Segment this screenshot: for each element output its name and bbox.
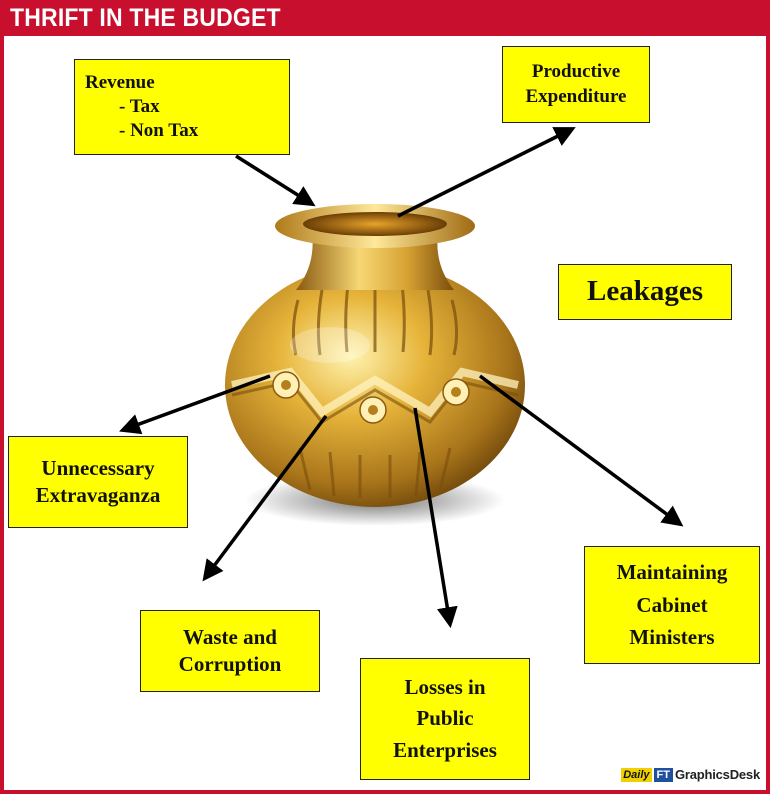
ministers-line-1: Maintaining bbox=[616, 560, 728, 585]
unnecessary-extravaganza-box: Unnecessary Extravaganza bbox=[8, 436, 188, 528]
losses-line-3: Enterprises bbox=[393, 737, 497, 762]
revenue-title: Revenue bbox=[85, 71, 155, 93]
leakages-box: Leakages bbox=[558, 264, 732, 320]
unnecessary-line-1: Unnecessary bbox=[41, 456, 155, 481]
logo-daily: Daily bbox=[621, 767, 652, 782]
unnecessary-line-2: Extravaganza bbox=[35, 483, 161, 507]
waste-corruption-box: Waste and Corruption bbox=[140, 610, 320, 692]
graphicsdesk-logo: Daily FT GraphicsDesk bbox=[621, 767, 760, 782]
losses-public-enterprises-box: Losses in Public Enterprises bbox=[360, 658, 530, 780]
losses-line-1: Losses in bbox=[404, 674, 486, 699]
productive-expenditure-box: Productive Expenditure bbox=[502, 46, 650, 123]
arrow-productive-out-icon bbox=[397, 127, 576, 218]
header-bar: THRIFT IN THE BUDGET bbox=[0, 0, 770, 36]
revenue-box: Revenue - Tax - Non Tax bbox=[74, 59, 290, 155]
losses-line-2: Public bbox=[416, 706, 474, 731]
ministers-line-2: Cabinet bbox=[636, 592, 708, 617]
logo-graphicsdesk: GraphicsDesk bbox=[674, 767, 760, 782]
waste-line-1: Waste and bbox=[183, 625, 277, 650]
arrow-unnecessary-icon bbox=[119, 374, 271, 435]
arrow-losses-icon bbox=[413, 407, 458, 629]
waste-line-2: Corruption bbox=[178, 652, 282, 676]
page-title: THRIFT IN THE BUDGET bbox=[10, 4, 281, 32]
maintaining-cabinet-ministers-box: Maintaining Cabinet Ministers bbox=[584, 546, 760, 664]
productive-line-2: Expenditure bbox=[525, 85, 627, 107]
arrow-revenue-in-icon bbox=[235, 154, 316, 207]
logo-ft: FT bbox=[653, 767, 673, 782]
revenue-item-non-tax: - Non Tax bbox=[119, 120, 199, 142]
revenue-item-tax: - Tax bbox=[119, 95, 160, 117]
arrow-waste-icon bbox=[202, 414, 328, 582]
arrow-ministers-icon bbox=[478, 374, 684, 527]
productive-line-1: Productive bbox=[531, 61, 621, 83]
ministers-line-3: Ministers bbox=[629, 625, 715, 650]
leakages-label: Leakages bbox=[587, 275, 703, 308]
